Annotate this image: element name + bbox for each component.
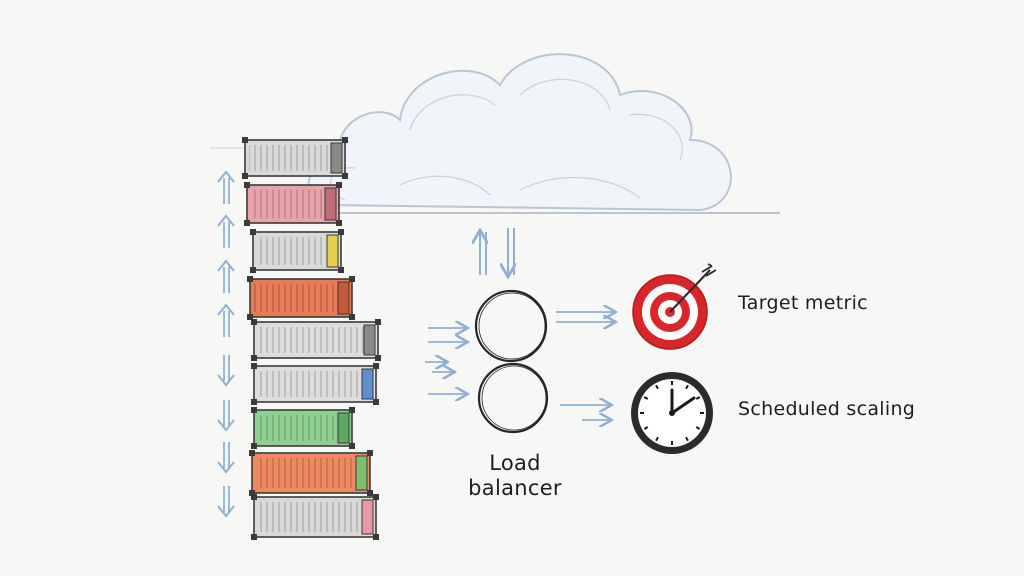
target-metric-label: Target metric xyxy=(738,292,868,314)
shipping-container-icon xyxy=(244,182,342,226)
cloud-lb-arrows xyxy=(480,228,514,275)
container-stack xyxy=(242,137,381,540)
load-balancer-label: Load balancer xyxy=(455,451,575,501)
shipping-container-icon xyxy=(250,229,344,273)
scale-arrows xyxy=(217,170,235,518)
arrow-icon xyxy=(217,442,235,474)
shipping-container-icon xyxy=(247,276,355,320)
shipping-container-icon xyxy=(249,450,373,496)
arrow-icon xyxy=(217,259,235,293)
arrow-icon xyxy=(217,303,235,337)
shipping-container-icon xyxy=(242,137,348,179)
load-balancer-label-line1: Load xyxy=(489,451,541,475)
arrow-icon xyxy=(217,214,235,248)
shipping-container-icon xyxy=(251,407,355,449)
clock-icon xyxy=(631,372,713,454)
arrow-icon xyxy=(217,400,235,432)
load-balancer-circles xyxy=(474,289,549,434)
incoming-traffic-arrows xyxy=(425,328,466,394)
scheduled-scaling-label: Scheduled scaling xyxy=(738,398,916,420)
outgoing-arrows xyxy=(556,312,614,420)
target-icon xyxy=(632,263,717,350)
shipping-container-icon xyxy=(251,363,379,405)
arrow-icon xyxy=(217,355,235,387)
load-balancer-label-line2: balancer xyxy=(468,476,562,500)
shipping-container-icon xyxy=(251,319,381,361)
arrow-icon xyxy=(217,170,235,204)
arrow-icon xyxy=(217,486,235,518)
shipping-container-icon xyxy=(251,494,379,540)
